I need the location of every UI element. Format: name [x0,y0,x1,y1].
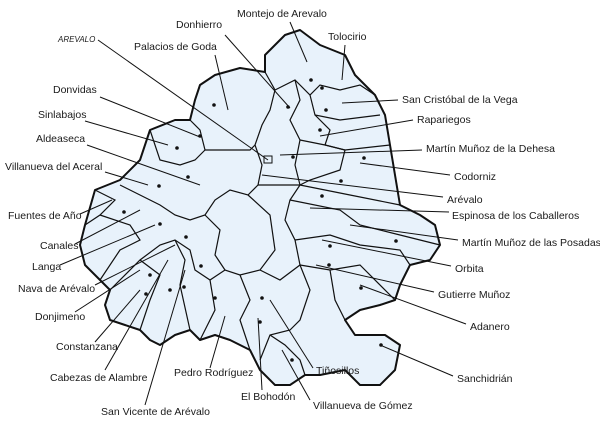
label-adanero: Adanero [470,321,510,333]
leader-line-adanero [359,284,467,325]
town-dot-palacios-de-goda [212,103,216,107]
label-donjimeno: Donjimeno [35,311,85,323]
leader-line-cabezas-de-alambre [104,259,169,371]
label-fuentes-de-ano: Fuentes de Año [8,210,82,222]
label-palacios-de-goda: Palacios de Goda [134,41,217,53]
leader-line [97,39,269,161]
town-dot-donvidas [198,134,202,138]
label-sanchidrian: Sanchidrián [457,373,513,385]
comarca-outline [79,29,441,386]
label-pedro-rodriguez: Pedro Rodríguez [174,367,253,379]
label-tolocirio: Tolocirio [328,31,367,43]
leader-line-villanueva-de-gomez [281,349,311,401]
label-villanueva-del-aceral: Villanueva del Aceral [5,161,102,173]
town-dot-montejo-de-arevalo [309,78,313,82]
label-martin-munoz-de-la-dehesa: Martín Muñoz de la Dehesa [426,143,555,155]
label-canales: Canales [40,240,79,252]
leader-line-gutierre-munoz [315,264,435,293]
leader-line-san-vicente-de-arevalo [144,269,186,406]
town-dot-rapariegos [318,128,322,132]
label-sinlabajos: Sinlabajos [38,109,86,121]
town-dot-tinosillos [260,296,264,300]
town-dot-adanero [359,286,363,290]
label-rapariegos: Rapariegos [417,114,471,126]
label-nava-de-arevalo: Nava de Arévalo [18,283,95,295]
leader-line-palacios-de-goda [214,54,229,111]
leader-line-donhierro [224,34,291,109]
town-dot-villanueva-de-gomez [290,358,294,362]
town-dot-gutierre-munoz [327,263,331,267]
label-san-cristobal-de-la-vega: San Cristóbal de la Vega [402,94,518,106]
leader-line-el-bohodon [257,317,263,391]
leader-line-pedro-rodriguez [209,315,226,369]
leader-line-orbita [321,239,452,267]
town-dot-el-bohodon [258,320,262,324]
leader-line-tinosillos [269,299,314,369]
label-codorniz: Codorniz [454,171,496,183]
arevalo-town-marker [263,155,273,164]
town-dot-fuentes-de-ano [122,210,126,214]
town-dot-donjimeno [148,273,152,277]
label-villanueva-de-gomez: Villanueva de Gómez [313,400,413,412]
label-arevalo: Arévalo [447,194,483,206]
leader-line-sanchidrian [379,344,454,377]
leader-line-sinlabajos [84,120,169,146]
town-dot-donhierro [286,105,290,109]
leader-line-tolocirio [341,44,346,81]
town-dot-codorniz [362,156,366,160]
town-dot-cabezas-de-alambre [168,288,172,292]
label-orbita: Orbita [455,263,484,275]
town-dot-villanueva-del-aceral [157,184,161,188]
label-martin-munoz-de-las-posadas: Martín Muñoz de las Posadas [462,237,600,249]
town-dot-tolocirio [320,86,324,90]
label-el-bohodon: El Bohodón [241,391,295,403]
leader-line-aldeaseca [86,144,201,186]
leader-line-constanzana [94,289,141,343]
town-dot-orbita [328,244,332,248]
leader-line-fuentes-de-ano [79,199,113,215]
leader-line-arevalo [261,174,444,198]
town-dot-langa [184,235,188,239]
town-dot-sinlabajos [175,146,179,150]
town-dot-san-cristobal-de-la-vega [324,108,328,112]
town-dot-arevalo [339,179,343,183]
leader-line-martin-munoz-de-la-dehesa [279,149,423,156]
leader-line-canales [74,209,141,245]
leader-line-rapariegos [319,119,414,137]
town-dot-martin-munoz-de-la-dehesa [291,155,295,159]
leader-line-langa [59,224,156,266]
leader-line-martin-munoz-de-las-posadas [349,224,459,241]
municipal-borders [84,71,441,376]
leader-line-codorniz [359,162,451,176]
label-gutierre-munoz: Gutierre Muñoz [438,289,510,301]
town-dot-sanchidrian [379,343,383,347]
town-dot-aldeaseca [186,175,190,179]
town-dot-martin-munoz-de-las-posadas [394,239,398,243]
label-donvidas: Donvidas [53,84,97,96]
label-constanzana: Constanzana [56,341,118,353]
leader-line-montejo-de-arevalo [289,21,308,63]
comarca-title: AREVALO [57,35,95,44]
leader-line-san-cristobal-de-la-vega [341,99,399,104]
leader-line-villanueva-del-aceral [104,171,149,186]
label-langa: Langa [32,261,61,273]
leader-line-espinosa-de-los-caballeros [309,207,450,213]
label-aldeaseca: Aldeaseca [36,133,85,145]
town-dot-constanzana [144,292,148,296]
label-montejo-de-arevalo: Montejo de Arevalo [237,8,327,20]
leader-line-nava-de-arevalo [94,244,176,286]
town-dot-espinosa-de-los-caballeros [320,194,324,198]
label-cabezas-de-alambre: Cabezas de Alambre [50,372,148,384]
label-san-vicente-de-arevalo: San Vicente de Arévalo [101,406,210,418]
leader-line-donvidas [99,96,201,138]
town-dot-nava-de-arevalo [199,264,203,268]
label-espinosa-de-los-caballeros: Espinosa de los Caballeros [452,210,579,222]
label-donhierro: Donhierro [176,19,222,31]
town-dot-san-vicente-de-arevalo [182,285,186,289]
label-tinosillos: Tiñosillos [316,365,359,377]
town-dot-canales [158,222,162,226]
town-dot-pedro-rodriguez [213,296,217,300]
leader-line-donjimeno [74,269,141,313]
